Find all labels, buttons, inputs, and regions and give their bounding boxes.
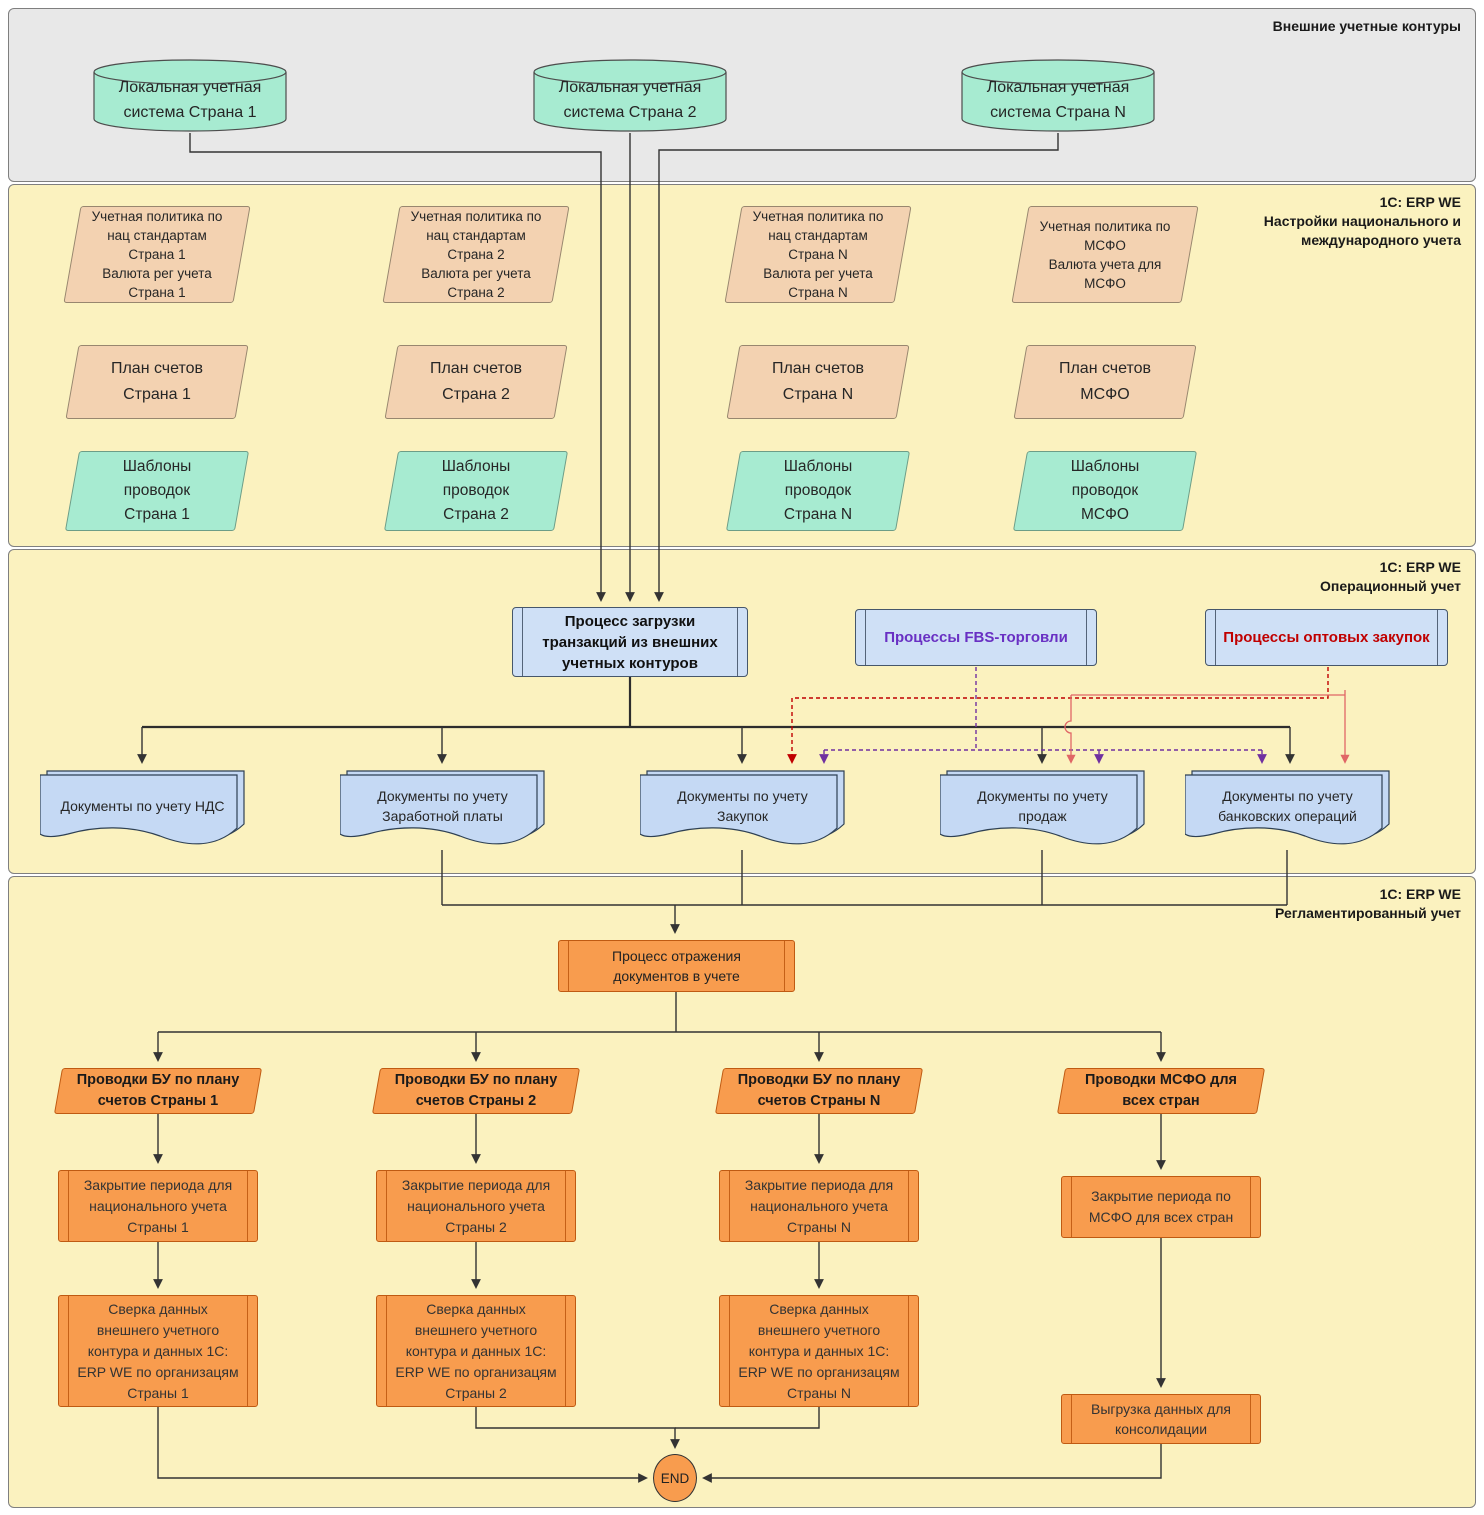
node-local-system-n: Локальная учетная система Страна N — [960, 57, 1156, 133]
node-local-system-1: Локальная учетная система Страна 1 — [92, 57, 288, 133]
node-close-period-ifrs: Закрытие периода по МСФО для всех стран — [1061, 1176, 1261, 1238]
node-reconcile-country-n: Сверка данных внешнего учетного контура … — [719, 1295, 919, 1407]
node-doc-sales: Документы по учету продаж — [940, 770, 1145, 855]
node-templates-country1: Шаблоны проводок Страна 1 — [64, 451, 250, 531]
node-doc-vat: Документы по учету НДС — [40, 770, 245, 855]
band-operational-title: 1C: ERP WE Операционный учет — [1320, 559, 1461, 594]
node-plan-country1: План счетов Страна 1 — [65, 345, 249, 419]
node-load-transactions-process: Процесс загрузки транзакций из внешних у… — [512, 607, 748, 677]
node-postings-country-n: Проводки БУ по плану счетов Страны N — [714, 1068, 924, 1114]
node-doc-bank: Документы по учету банковских операций — [1185, 770, 1390, 855]
document-shape — [940, 770, 1145, 845]
node-close-period-country1: Закрытие периода для национального учета… — [58, 1170, 258, 1242]
node-fbs-process: Процессы FBS-торговли — [855, 609, 1097, 666]
node-plan-country2: План счетов Страна 2 — [384, 345, 568, 419]
cylinder-shape — [961, 59, 1155, 132]
document-shape — [1185, 770, 1390, 845]
node-upload-consolidation: Выгрузка данных для консолидации — [1061, 1394, 1261, 1444]
node-reflect-process: Процесс отражения документов в учете — [558, 940, 795, 992]
node-postings-country1: Проводки БУ по плану счетов Страны 1 — [53, 1068, 263, 1114]
document-shape — [640, 770, 845, 845]
node-plan-ifrs: План счетов МСФО — [1013, 345, 1197, 419]
node-postings-ifrs: Проводки МСФО для всех стран — [1056, 1068, 1266, 1114]
band-external-title: Внешние учетные контуры — [1272, 18, 1461, 34]
node-wholesale-process: Процессы оптовых закупок — [1205, 609, 1448, 666]
node-reconcile-country1: Сверка данных внешнего учетного контура … — [58, 1295, 258, 1407]
node-templates-country2: Шаблоны проводок Страна 2 — [383, 451, 569, 531]
node-policy-ifrs: Учетная политика по МСФО Валюта учета дл… — [1011, 206, 1199, 303]
document-shape — [340, 770, 545, 845]
document-shape — [40, 770, 245, 845]
node-postings-country2: Проводки БУ по плану счетов Страны 2 — [371, 1068, 581, 1114]
cylinder-shape — [93, 59, 287, 132]
node-reconcile-country2: Сверка данных внешнего учетного контура … — [376, 1295, 576, 1407]
node-policy-country1: Учетная политика по нац стандартам Стран… — [63, 206, 251, 303]
band-regulated-title: 1C: ERP WE Регламентированный учет — [1274, 886, 1461, 921]
node-close-period-country-n: Закрытие периода для национального учета… — [719, 1170, 919, 1242]
node-policy-country-n: Учетная политика по нац стандартам Стран… — [724, 206, 912, 303]
node-doc-salary: Документы по учету Заработной платы — [340, 770, 545, 855]
node-local-system-2: Локальная учетная система Страна 2 — [532, 57, 728, 133]
band-settings-title: 1C: ERP WE Настройки национального и меж… — [1263, 194, 1461, 248]
node-plan-country-n: План счетов Страна N — [726, 345, 910, 419]
cylinder-shape — [533, 59, 727, 132]
node-templates-country-n: Шаблоны проводок Страна N — [725, 451, 911, 531]
node-close-period-country2: Закрытие периода для национального учета… — [376, 1170, 576, 1242]
node-end: END — [653, 1454, 697, 1502]
node-doc-purchase: Документы по учету Закупок — [640, 770, 845, 855]
node-templates-ifrs: Шаблоны проводок МСФО — [1012, 451, 1198, 531]
node-policy-country2: Учетная политика по нац стандартам Стран… — [382, 206, 570, 303]
